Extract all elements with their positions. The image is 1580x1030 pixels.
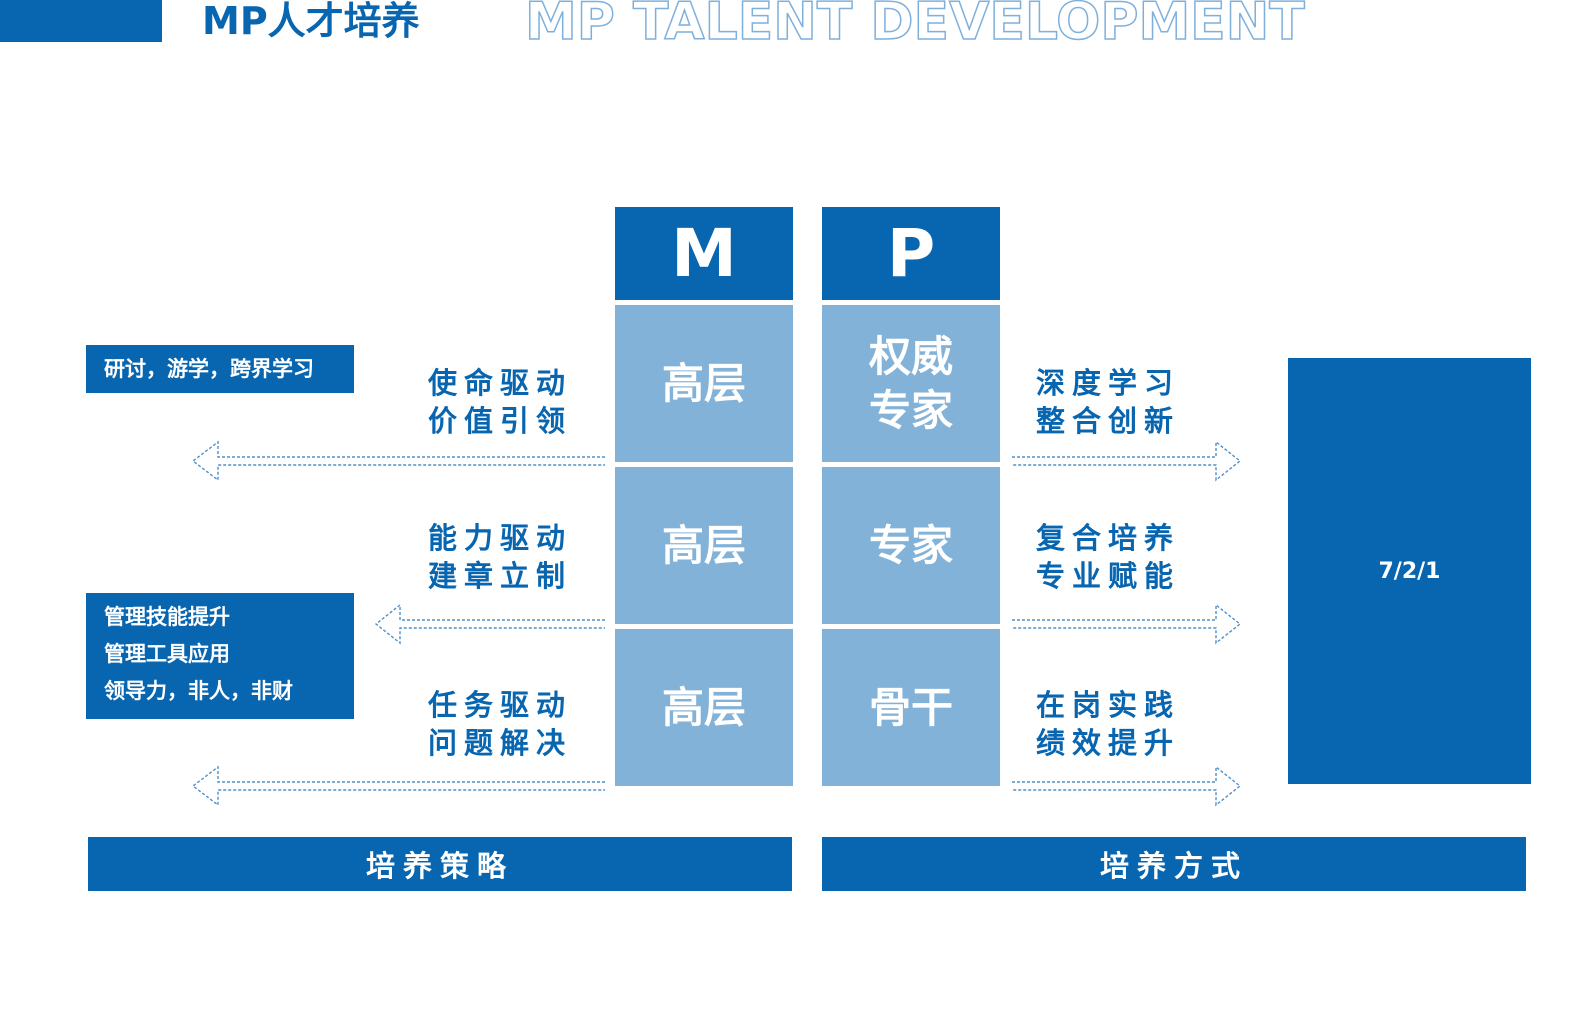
strategy-text-row-2: 能力驱动 建章立制 xyxy=(428,521,573,593)
footer-method-bar: 培养方式 xyxy=(822,837,1526,891)
method-text-row-3: 在岗实践 绩效提升 xyxy=(1036,688,1181,760)
right-arrow-row-1 xyxy=(1012,440,1242,482)
left-arrow-row-2 xyxy=(374,603,605,645)
strategy-text-row-1: 使命驱动 价值引领 xyxy=(428,366,573,438)
column-header-m: M xyxy=(615,207,793,300)
page-title-english: MP TALENT DEVELOPMENT xyxy=(524,0,1305,52)
note-box-top: 研讨，游学，跨界学习 xyxy=(86,345,354,393)
header-accent-bar xyxy=(0,0,162,42)
right-arrow-row-2 xyxy=(1012,603,1242,645)
ratio-box: 7/2/1 xyxy=(1288,358,1531,784)
footer-strategy-bar: 培养策略 xyxy=(88,837,792,891)
column-header-p: P xyxy=(822,207,1000,300)
left-arrow-row-3 xyxy=(191,765,605,807)
m-cell-row-1: 高层 xyxy=(615,305,793,462)
strategy-text-row-3: 任务驱动 问题解决 xyxy=(428,688,573,760)
p-cell-row-1: 权威 专家 xyxy=(822,305,1000,462)
right-arrow-row-3 xyxy=(1012,765,1242,807)
left-arrow-row-1 xyxy=(191,440,605,482)
method-text-row-2: 复合培养 专业赋能 xyxy=(1036,521,1181,593)
method-text-row-1: 深度学习 整合创新 xyxy=(1036,366,1181,438)
page-title: MP人才培养 xyxy=(202,0,420,43)
note-box-middle: 管理技能提升 管理工具应用 领导力，非人，非财 xyxy=(86,593,354,719)
m-cell-row-2: 高层 xyxy=(615,467,793,624)
p-cell-row-3: 骨干 xyxy=(822,629,1000,786)
p-cell-row-2: 专家 xyxy=(822,467,1000,624)
m-cell-row-3: 高层 xyxy=(615,629,793,786)
